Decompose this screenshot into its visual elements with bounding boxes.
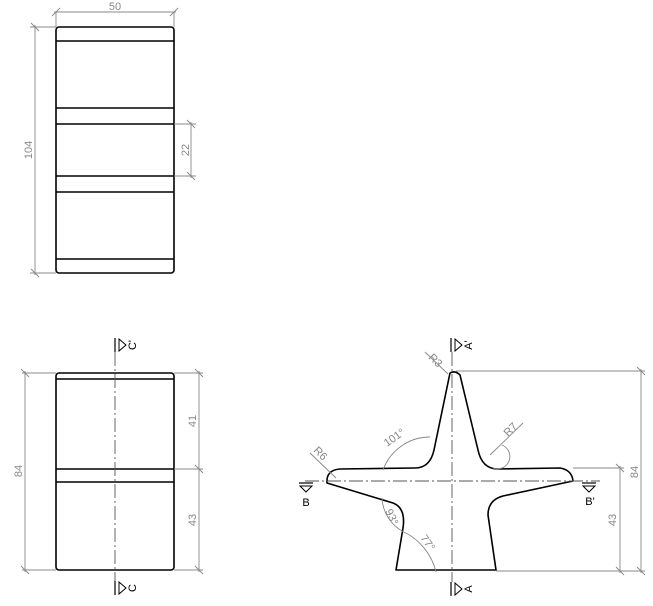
top-view: 50 104 22 bbox=[23, 1, 196, 278]
band-dimension-text: 22 bbox=[180, 144, 192, 156]
section-height-dimension-text: 84 bbox=[629, 466, 641, 478]
lower-dimension-text: 43 bbox=[187, 514, 199, 526]
angle-101: 101° bbox=[382, 427, 408, 450]
section-marker-b-right: B' bbox=[581, 482, 597, 508]
front-view-outline bbox=[55, 372, 175, 571]
radius-r6: R6 bbox=[311, 445, 329, 463]
svg-text:C: C bbox=[127, 584, 139, 592]
section-lower-dimension-text: 43 bbox=[607, 514, 619, 526]
section-marker-c-bottom: C bbox=[114, 580, 139, 596]
section-view: A' A B B' R3 R6 R7 101° bbox=[298, 337, 646, 597]
section-marker-a-bottom: A bbox=[450, 581, 475, 597]
section-marker-b-left: B bbox=[298, 482, 314, 509]
front-height-dimension-text: 84 bbox=[13, 465, 25, 477]
svg-text:A: A bbox=[463, 585, 475, 593]
radius-r7: R7 bbox=[502, 421, 520, 439]
svg-text:C': C' bbox=[127, 340, 139, 350]
section-marker-c-top: C' bbox=[114, 337, 139, 353]
upper-dimension-text: 41 bbox=[187, 415, 199, 427]
angle-93: 93° bbox=[382, 507, 400, 527]
star-profile bbox=[326, 371, 574, 571]
svg-text:A': A' bbox=[463, 340, 475, 349]
front-view: C' C 84 41 43 bbox=[13, 337, 204, 596]
angle-77: 77° bbox=[418, 533, 437, 554]
top-view-outline bbox=[55, 26, 175, 274]
width-dimension-text: 50 bbox=[109, 1, 121, 13]
section-marker-a-top: A' bbox=[450, 337, 475, 353]
svg-text:B: B bbox=[302, 497, 309, 509]
height-dimension-text: 104 bbox=[23, 141, 35, 159]
svg-text:B': B' bbox=[585, 496, 594, 508]
